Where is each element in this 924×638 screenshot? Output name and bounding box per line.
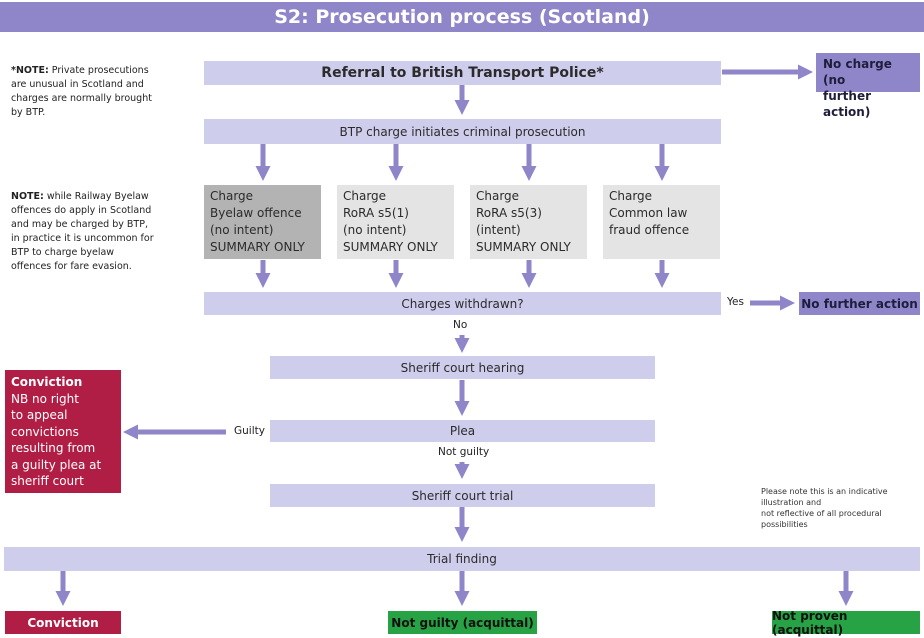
label-not-guilty: Not guilty	[438, 446, 490, 458]
page-title: S2: Prosecution process (Scotland)	[0, 2, 924, 32]
outcome-conviction-guilty-plea: Conviction NB no right to appeal convict…	[5, 370, 121, 493]
label-guilty: Guilty	[234, 425, 265, 437]
outcome-no-further-action: No further action	[799, 292, 920, 315]
step-btp-charge: BTP charge initiates criminal prosecutio…	[204, 119, 721, 144]
step-charges-withdrawn: Charges withdrawn?	[204, 292, 721, 315]
outcome-conviction: Conviction	[5, 611, 121, 634]
outcome-no-charge: No charge (no further action)	[816, 53, 920, 119]
outcome-not-guilty: Not guilty (acquittal)	[388, 611, 537, 634]
label-no: No	[453, 319, 468, 331]
disclaimer-note: Please note this is an indicative illust…	[761, 487, 888, 529]
byelaw-note: NOTE: while Railway Byelaw offences do a…	[11, 191, 154, 272]
step-sheriff-court-hearing: Sheriff court hearing	[270, 356, 655, 379]
label-yes: Yes	[727, 296, 744, 308]
step-trial-finding: Trial finding	[4, 547, 920, 571]
step-plea: Plea	[270, 420, 655, 442]
private-prosecution-note: *NOTE: Private prosecutions are unusual …	[11, 65, 152, 118]
step-referral: Referral to British Transport Police*	[204, 61, 721, 85]
outcome-not-proven: Not proven (acquittal)	[772, 609, 920, 637]
step-sheriff-court-trial: Sheriff court trial	[270, 484, 655, 507]
